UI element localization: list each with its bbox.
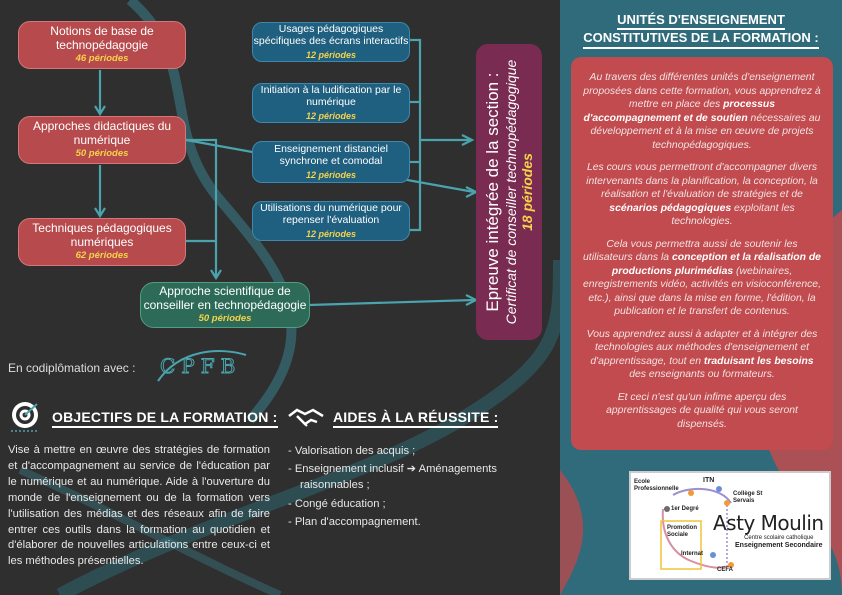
objectifs-text: Vise à mettre en œuvre des stratégies de… <box>8 444 270 568</box>
aides-title: AIDES À LA RÉUSSITE : <box>333 409 499 428</box>
module-techniques-title: Techniques pédagogiques numériques <box>32 221 172 249</box>
unites-title-line1: UNITÉS D'ENSEIGNEMENT <box>617 12 785 31</box>
module-usages-periods: 12 périodes <box>305 49 357 60</box>
module-notions-title: Notions de base de technopédagogie <box>50 24 154 52</box>
module-notions-periods: 46 périodes <box>75 53 129 65</box>
aides-item: - Congé éducation ; <box>288 497 386 510</box>
cpfb-logo: CPFB <box>157 350 247 382</box>
logo-internat: Internat <box>681 551 704 557</box>
unites-description-card: Au travers des différentes unités d'ense… <box>571 57 833 450</box>
module-usages: Usages pédagogiques spécifiques des écra… <box>252 22 410 62</box>
unites-paragraph-2: Les cours vous permettront d'accompagner… <box>586 162 818 228</box>
asty-moulin-logo: Ecole Professionnelle ITN Collège St Ser… <box>629 471 831 580</box>
aides-item: - Valorisation des acquis ; <box>288 445 416 457</box>
logo-cefa: CEFA <box>717 567 734 573</box>
module-evaluation: Utilisations du numérique pour repenser … <box>252 201 410 241</box>
logo-ecole: Ecole Professionnelle <box>634 479 679 492</box>
unites-title-line2: CONSTITUTIVES DE LA FORMATION : <box>583 30 819 49</box>
logo-college: Collège St Servais <box>733 491 763 504</box>
unites-paragraph-1: Au travers des différentes unités d'ense… <box>583 72 821 151</box>
aides-list: - Valorisation des acquis ; - Enseigneme… <box>288 443 550 532</box>
aides-item: - Enseignement inclusif ➔ Aménagements r… <box>288 463 497 492</box>
module-distanciel-title: Enseignement distanciel synchrone et com… <box>274 143 388 167</box>
unites-title: UNITÉS D'ENSEIGNEMENT CONSTITUTIVES DE L… <box>560 12 842 49</box>
module-scientifique-periods: 50 périodes <box>198 313 252 325</box>
module-scientifique-title: Approche scientifique de conseiller en t… <box>143 284 307 312</box>
module-ludification-periods: 12 périodes <box>305 110 357 121</box>
module-distanciel-periods: 12 périodes <box>305 169 357 180</box>
module-techniques: Techniques pédagogiques numériques 62 pé… <box>18 218 186 266</box>
logo-itn: ITN <box>703 477 715 484</box>
unites-paragraph-4: Vous apprendrez aussi à adapter et à int… <box>586 328 818 381</box>
module-ludification: Initiation à la ludification par le numé… <box>252 83 410 123</box>
svg-text:CPFB: CPFB <box>160 354 241 378</box>
epreuve-integree-box <box>476 44 542 340</box>
module-evaluation-periods: 12 périodes <box>305 228 357 239</box>
module-ludification-title: Initiation à la ludification par le numé… <box>260 84 402 108</box>
module-approches-title: Approches didactiques du numérique <box>32 119 172 147</box>
unites-paragraph-3: Cela vous permettra aussi de soutenir le… <box>583 238 821 318</box>
module-scientifique: Approche scientifique de conseiller en t… <box>140 282 310 328</box>
logo-degre: 1er Degré <box>671 506 699 512</box>
module-techniques-periods: 62 périodes <box>75 250 129 262</box>
module-usages-title: Usages pédagogiques spécifiques des écra… <box>253 23 409 47</box>
module-distanciel: Enseignement distanciel synchrone et com… <box>252 141 410 183</box>
aides-item: - Plan d'accompagnement. <box>288 515 421 528</box>
epreuve-title: Epreuve intégrée de la section : <box>483 72 503 312</box>
epreuve-certificat: Certificat de conseiller technopédagogiq… <box>502 59 519 325</box>
logo-promotion: Promotion Sociale <box>667 525 697 538</box>
unites-paragraph-5: Et ceci n'est qu'un infime aperçu des ap… <box>606 391 798 430</box>
handshake-icon <box>288 408 324 427</box>
target-icon <box>11 402 39 432</box>
codiplomation-label: En codiplômation avec : <box>8 361 136 375</box>
module-approches-periods: 50 périodes <box>75 148 129 160</box>
epreuve-integree-text: Epreuve intégrée de la section : Certifi… <box>483 60 535 325</box>
logo-subtitle: Centre scolaire catholique Enseignement … <box>735 535 823 550</box>
module-evaluation-title: Utilisations du numérique pour repenser … <box>260 202 402 226</box>
logo-name: Asty Moulin <box>713 511 824 535</box>
module-approches: Approches didactiques du numérique 50 pé… <box>18 116 186 164</box>
objectifs-title: OBJECTIFS DE LA FORMATION : <box>52 409 278 428</box>
epreuve-periods: 18 périodes <box>518 153 535 231</box>
module-notions: Notions de base de technopédagogie 46 pé… <box>18 21 186 69</box>
